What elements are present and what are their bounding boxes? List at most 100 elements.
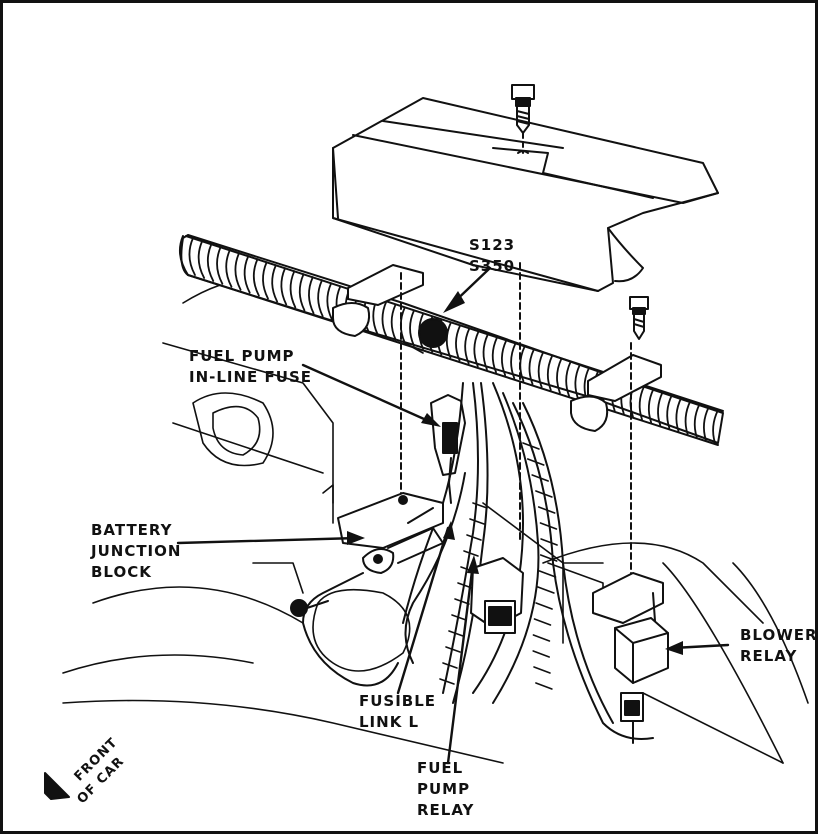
conduit-rib (482, 333, 489, 371)
conduit-rib (445, 321, 452, 359)
tape-wrap (532, 650, 551, 658)
conduit-rib (703, 406, 710, 441)
conduit-rib (409, 309, 415, 347)
conduit-rib (216, 246, 224, 285)
tape-wrap (533, 666, 551, 674)
splice-label-line-1: S123 (469, 236, 516, 254)
diagram-frame: S123 S350 FUEL PUMP IN-LINE FUSE BATTERY… (0, 0, 818, 834)
fuel-pump-fuse-holder (430, 394, 466, 504)
tape-wrap (539, 554, 558, 562)
engine-compartment-illustration (44, 84, 809, 800)
fuel-pump-relay-label-line-1: FUEL (417, 759, 464, 777)
tape-wrap (466, 534, 482, 541)
conduit-rib (528, 348, 535, 385)
conduit-rib (675, 397, 683, 433)
tape-wrap (540, 538, 558, 546)
fusible-link-label: FUSIBLE LINK L (359, 691, 436, 733)
conduit-rib (574, 363, 581, 400)
conduit-rib (252, 258, 260, 297)
blower-relay-label-line-1: BLOWER (740, 626, 818, 644)
tape-wrap (531, 474, 549, 482)
conduit-rib (298, 273, 306, 312)
battery-junction-block (302, 492, 444, 687)
conduit-rib (390, 303, 397, 341)
harness-tape (439, 442, 558, 690)
conduit-rib (280, 267, 288, 306)
harness-cover (332, 97, 719, 292)
tape-wrap (442, 662, 458, 669)
fusible-link-label-line-1: FUSIBLE (359, 692, 437, 710)
fuel-pump-relay (470, 557, 524, 634)
tape-wrap (538, 570, 557, 578)
conduit-rib (638, 384, 646, 421)
conduit-rib (491, 336, 498, 374)
conduit-rib (234, 252, 242, 291)
tape-wrap (448, 630, 464, 637)
splice-label: S123 S350 (469, 235, 515, 277)
conduit-rib (197, 240, 206, 279)
fuel-pump-relay-label: FUEL PUMP RELAY (417, 758, 474, 821)
fuel-pump-fuse-label-line-2: IN-LINE FUSE (189, 368, 312, 386)
tape-wrap (454, 598, 470, 605)
fuel-pump-relay-label-line-2: PUMP (417, 780, 471, 798)
fuel-pump-relay-label-line-3: RELAY (417, 801, 475, 819)
conduit-rib (308, 276, 315, 315)
fuel-pump-fuse-label: FUEL PUMP IN-LINE FUSE (189, 346, 312, 388)
conduit-rib (666, 394, 673, 430)
conduit-rib (556, 357, 563, 394)
blower-relay-label-line-2: RELAY (740, 647, 798, 665)
conduit-rib (243, 255, 251, 294)
conduit-rib (188, 237, 196, 276)
tape-wrap (472, 502, 488, 509)
blower-relay (592, 572, 669, 744)
conduit-rib (510, 342, 517, 380)
bolt (511, 84, 535, 154)
fusible-link-label-line-2: LINK L (359, 713, 420, 731)
conduit-rib (657, 390, 664, 427)
conduit-rib (537, 351, 544, 388)
conduit-rib (647, 387, 655, 424)
conduit-rib (381, 300, 388, 338)
tape-wrap (469, 518, 485, 525)
wire-bundle (402, 382, 654, 740)
tape-wrap (539, 522, 558, 530)
battery-junction-label: BATTERY JUNCTION BLOCK (91, 520, 181, 583)
arrowheads (347, 291, 683, 655)
tape-wrap (535, 682, 553, 690)
conduit-rib (326, 282, 333, 321)
tape-wrap (526, 458, 545, 466)
conduit-rib (455, 324, 462, 362)
conduit-rib (289, 270, 297, 309)
front-arrow-icon (44, 772, 70, 800)
tape-wrap (533, 618, 552, 626)
tape-wrap (445, 646, 461, 653)
tape-wrap (522, 442, 540, 450)
conduit-rib (464, 327, 471, 365)
tape-wrap (451, 614, 467, 621)
ground-terminal (290, 599, 329, 617)
fuel-pump-fuse-label-line-1: FUEL PUMP (189, 347, 295, 365)
battery-junction-label-line-2: JUNCTION (91, 542, 182, 560)
harness-bracket-left (332, 264, 424, 504)
conduit-rib (684, 400, 692, 436)
tape-wrap (532, 634, 551, 642)
battery-junction-label-line-3: BLOCK (91, 563, 152, 581)
conduit-rib (712, 409, 719, 444)
conduit-rib (546, 354, 554, 391)
conduit-rib (473, 330, 480, 368)
conduit-rib (206, 243, 215, 282)
conduit-rib (271, 264, 279, 303)
tape-wrap (463, 550, 479, 557)
conduit-rib (317, 279, 324, 318)
tape-wrap (537, 506, 556, 514)
tape-wrap (535, 490, 553, 498)
harness-bracket-right (570, 342, 662, 584)
blower-relay-label: BLOWER RELAY (740, 625, 818, 667)
tape-wrap (535, 602, 553, 610)
conduit-rib (693, 403, 701, 439)
conduit-rib (501, 339, 508, 377)
bolt-right (629, 296, 649, 340)
splice-label-line-2: S350 (469, 257, 516, 275)
conduit-rib (565, 360, 572, 397)
tape-wrap (537, 586, 555, 594)
